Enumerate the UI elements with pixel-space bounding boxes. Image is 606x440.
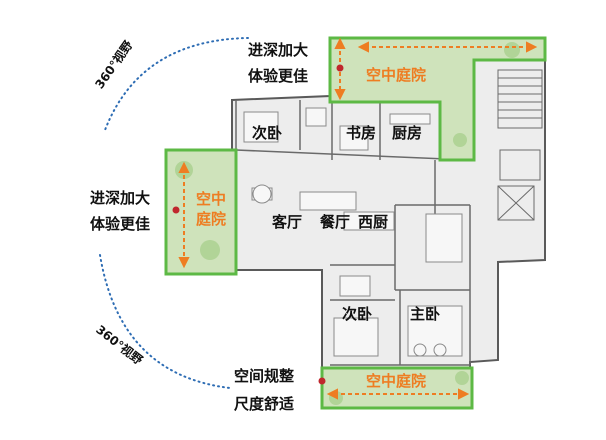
view-arc-bottom <box>99 254 231 389</box>
annotation-top-right-line1: 进深加大 <box>248 41 309 59</box>
garden-label-left-line1: 空中 <box>196 190 227 208</box>
width-arrow-bottom <box>326 388 470 400</box>
sky-garden-bottom <box>320 366 474 410</box>
annotation-left-line1: 进深加大 <box>90 189 151 207</box>
marker-dot-top <box>336 64 344 72</box>
room-study: 书房 <box>346 124 377 142</box>
annotation-top-right-line2: 体验更佳 <box>248 67 309 85</box>
view-arc-top <box>104 37 249 131</box>
garden-label-left-line2: 庭院 <box>196 210 227 228</box>
room-bedroom-bottom: 次卧 <box>342 305 373 323</box>
room-west-kitchen: 西厨 <box>358 213 389 231</box>
marker-dot-bottom <box>318 377 326 385</box>
room-living: 客厅 <box>272 213 303 231</box>
room-dining: 餐厅 <box>320 213 351 231</box>
garden-label-top: 空中庭院 <box>366 66 427 84</box>
annotation-bottom-line1: 空间规整 <box>234 367 295 385</box>
marker-dot-left <box>172 206 180 214</box>
garden-label-bottom: 空中庭院 <box>366 372 427 390</box>
room-kitchen: 厨房 <box>392 124 423 142</box>
depth-arrow-left <box>178 161 190 269</box>
annotation-left-line2: 体验更佳 <box>90 215 151 233</box>
annotation-bottom-line2: 尺度舒适 <box>234 395 295 413</box>
room-master: 主卧 <box>410 305 441 323</box>
room-bedroom-top: 次卧 <box>252 124 283 142</box>
